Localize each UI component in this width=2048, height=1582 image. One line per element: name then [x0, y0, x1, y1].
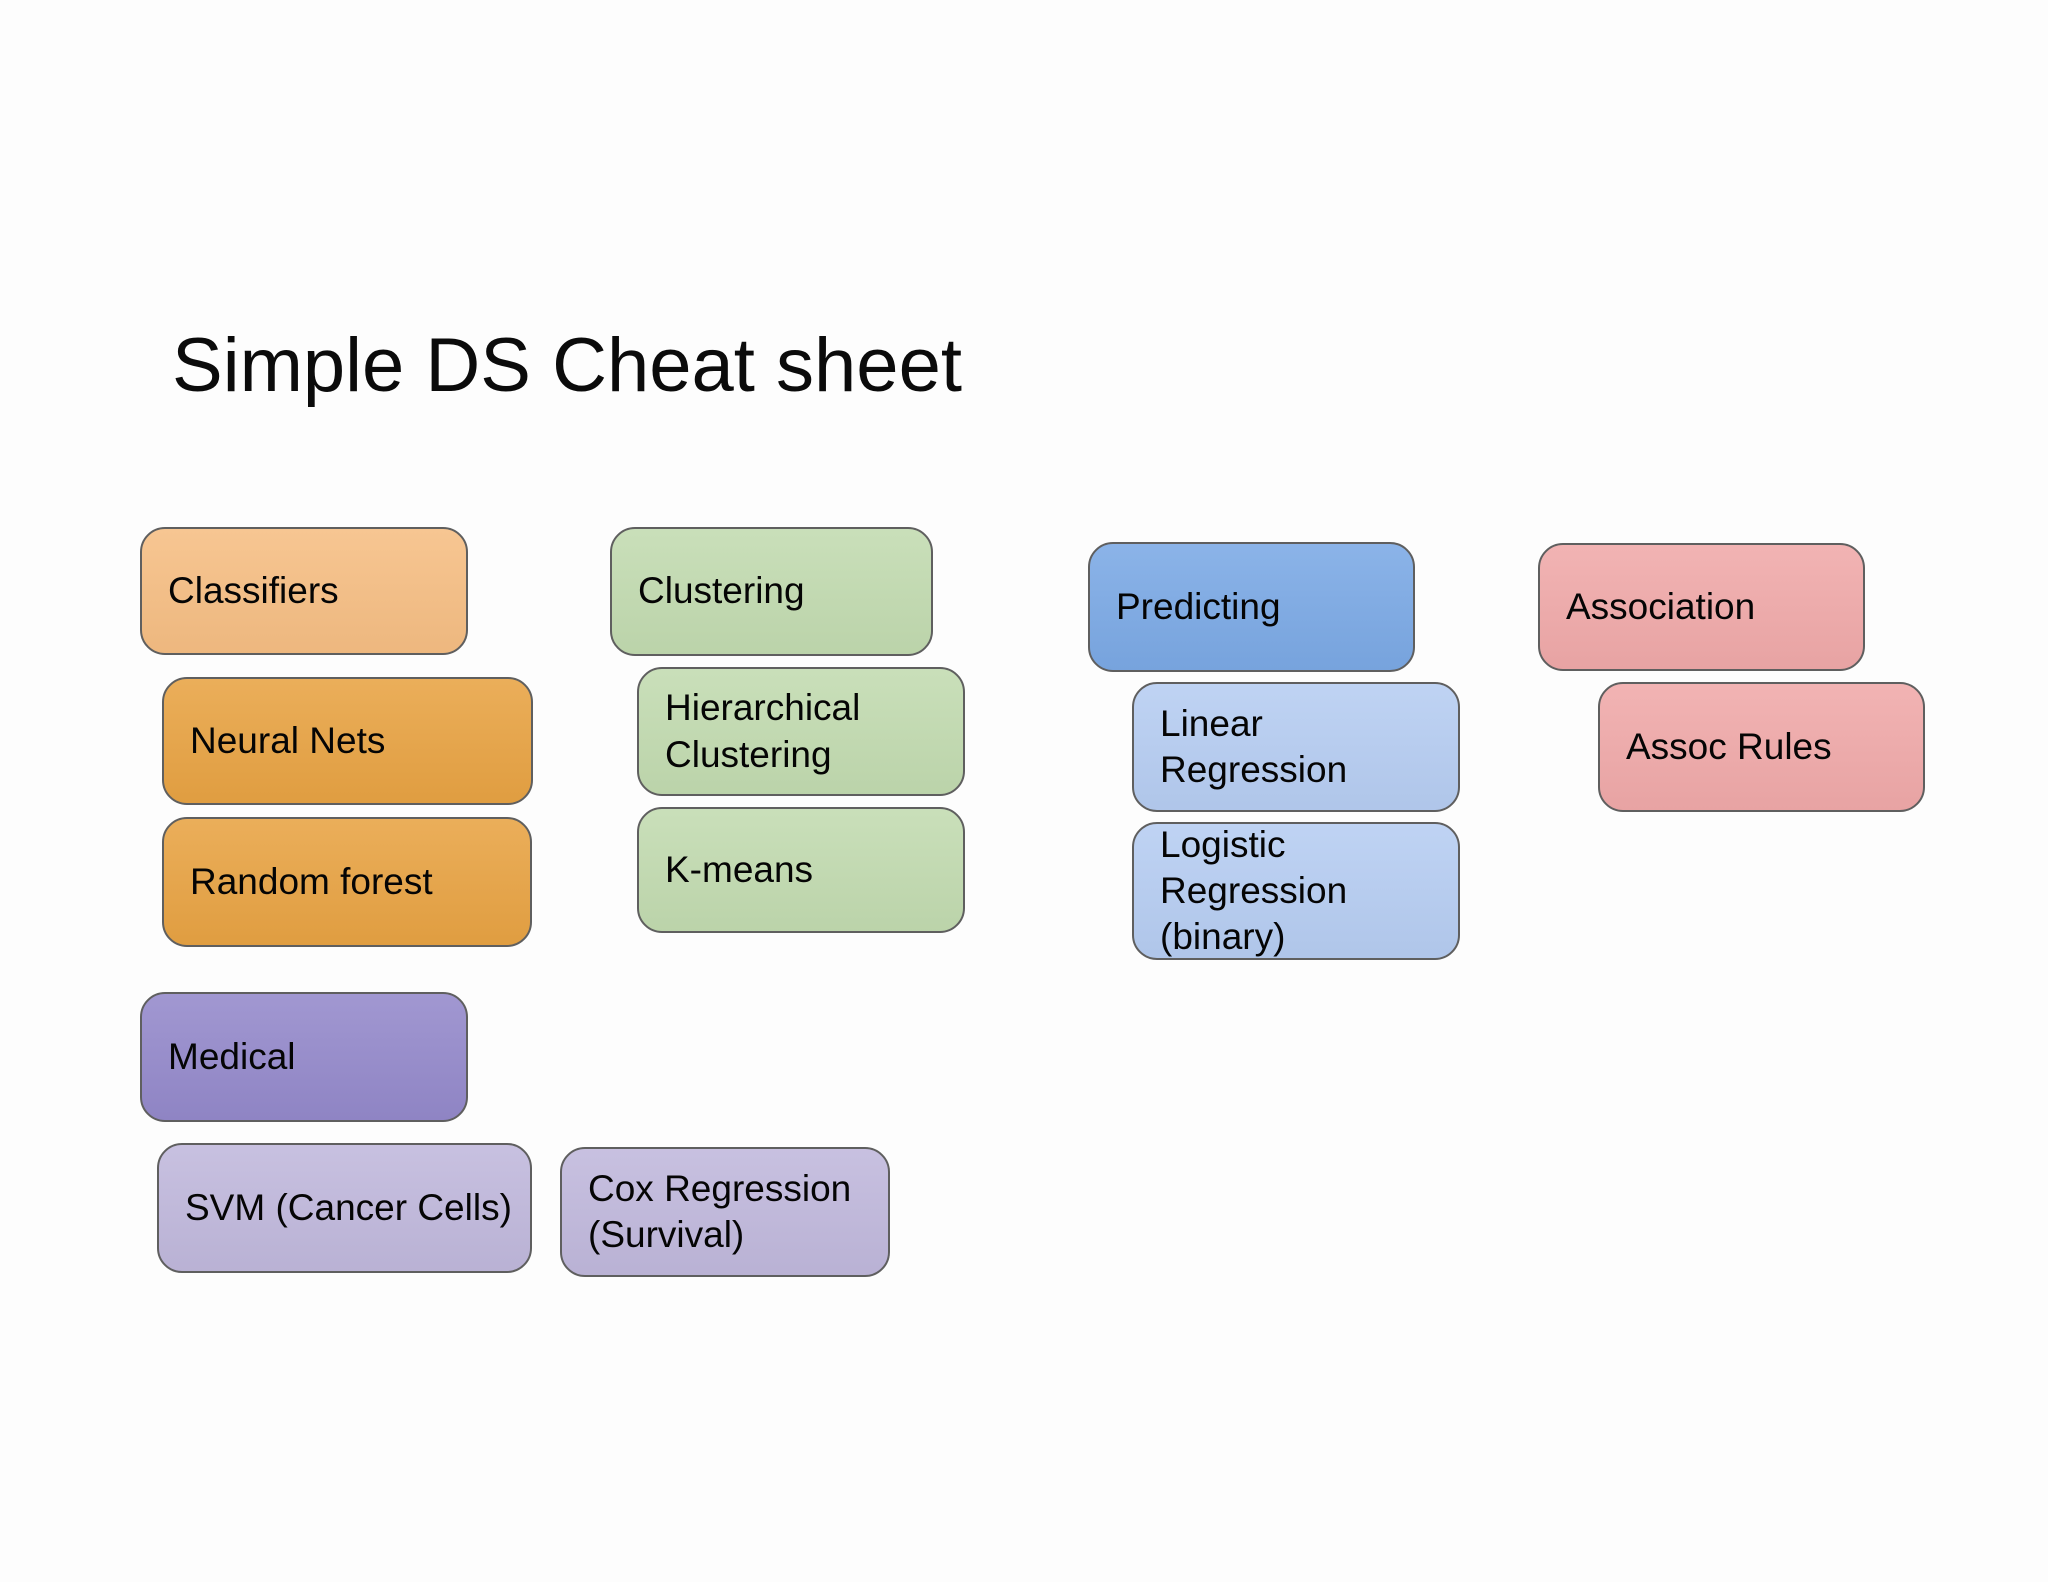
shape-hierarchical-clustering: Hierarchical Clustering [637, 667, 965, 796]
shape-svm-cancer-cells: SVM (Cancer Cells) [157, 1143, 532, 1273]
shape-label-neural-nets: Neural Nets [190, 719, 386, 761]
shape-label-k-means: K-means [665, 848, 814, 890]
page-title: Simple DS Cheat sheet [172, 323, 962, 408]
shape-label-random-forest: Random forest [190, 860, 433, 902]
shape-association-header: Association [1538, 543, 1865, 671]
shape-label-clustering: Clustering [638, 570, 805, 612]
shape-label-medical: Medical [168, 1035, 296, 1077]
shape-predicting-header: Predicting [1088, 542, 1415, 672]
shape-label-svm-cancer-cells: SVM (Cancer Cells) [185, 1186, 512, 1228]
shape-random-forest: Random forest [162, 817, 532, 947]
shape-label-classifiers: Classifiers [168, 569, 339, 611]
shape-k-means: K-means [637, 807, 965, 933]
shape-label-hierarchical-clustering: Hierarchical Clustering [665, 687, 861, 775]
shape-cox-regression: Cox Regression (Survival) [560, 1147, 890, 1277]
shape-label-logistic-regression: Logistic Regression (binary) [1160, 823, 1348, 958]
shape-label-cox-regression: Cox Regression (Survival) [588, 1167, 852, 1255]
shape-label-predicting: Predicting [1116, 585, 1281, 627]
shape-label-linear-regression: Linear Regression [1160, 702, 1348, 790]
shape-assoc-rules: Assoc Rules [1598, 682, 1925, 812]
shape-label-assoc-rules: Assoc Rules [1626, 725, 1832, 767]
shape-clustering-header: Clustering [610, 527, 933, 656]
shape-classifiers-header: Classifiers [140, 527, 468, 655]
shape-linear-regression: Linear Regression [1132, 682, 1460, 812]
shape-neural-nets: Neural Nets [162, 677, 533, 805]
shape-label-association: Association [1566, 585, 1756, 627]
shape-medical-header: Medical [140, 992, 468, 1122]
shape-logistic-regression: Logistic Regression (binary) [1132, 822, 1460, 960]
